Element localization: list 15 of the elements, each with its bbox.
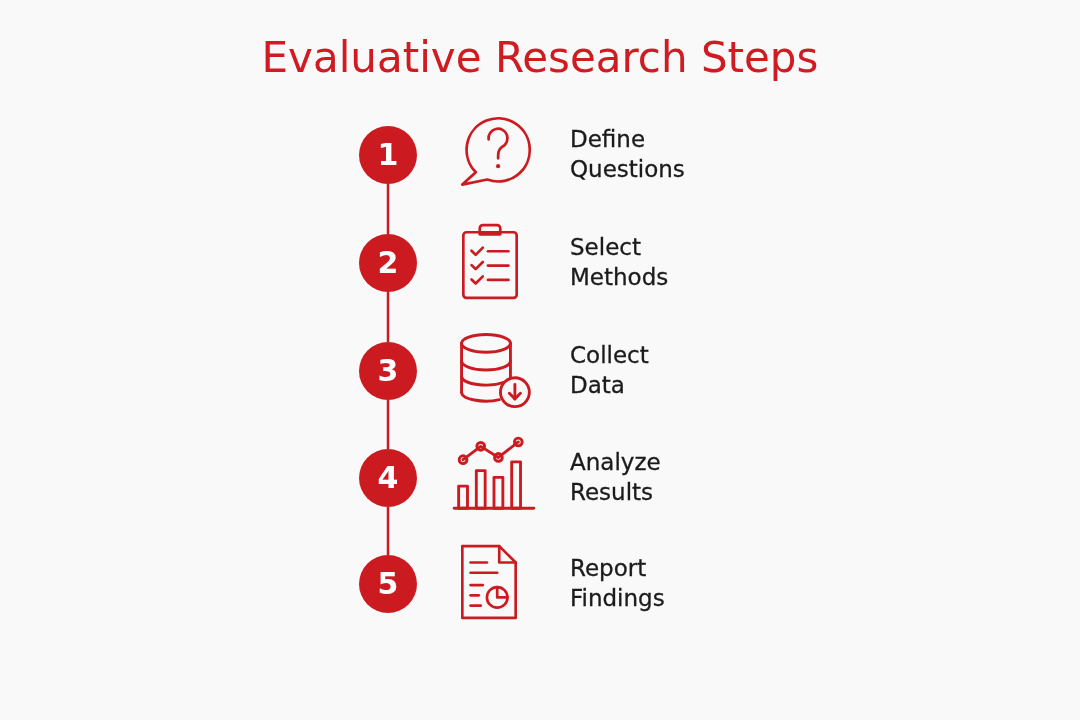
connector-line: [386, 400, 390, 449]
connector-line: [386, 184, 390, 234]
numbered-step-circle: 2: [359, 234, 417, 292]
connector-line: [386, 507, 390, 555]
step-label: Collect Data: [570, 341, 649, 400]
step-label: Define Questions: [570, 125, 685, 184]
numbered-step-circle: 4: [359, 449, 417, 507]
connector-line: [386, 292, 390, 342]
step-label: Report Findings: [570, 554, 665, 613]
step-label: Select Methods: [570, 233, 669, 292]
numbered-step-circle: 1: [359, 126, 417, 184]
step-label: Analyze Results: [570, 448, 661, 507]
numbered-step-circle: 3: [359, 342, 417, 400]
numbered-step-circle: 5: [359, 555, 417, 613]
title: Evaluative Research Steps: [261, 32, 819, 84]
